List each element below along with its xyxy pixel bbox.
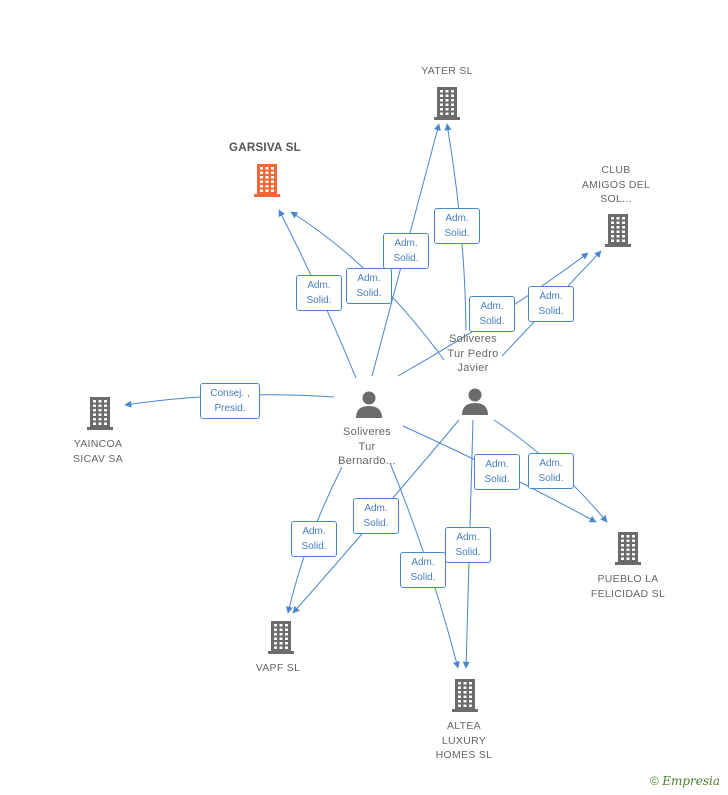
relation-label-line: Solid. xyxy=(363,518,389,529)
person-label-line: Soliveres xyxy=(343,426,391,438)
company-label-line: GARSIVA SL xyxy=(228,142,301,154)
relation-label-line: Adm. xyxy=(302,526,326,537)
company-label-line: YATER SL xyxy=(421,65,473,77)
company-label-club[interactable]: CLUB AMIGOS DEL SOL... xyxy=(571,163,661,207)
relation-label[interactable]: Adm. Solid. xyxy=(445,527,491,563)
building-icon[interactable] xyxy=(449,677,481,718)
relation-label-line: Solid. xyxy=(484,474,510,485)
relation-label-line: Adm. xyxy=(364,503,388,514)
relation-label[interactable]: Adm. Solid. xyxy=(296,275,342,311)
person-label-line: Tur xyxy=(358,440,376,453)
relation-label-line: Solid. xyxy=(444,228,470,239)
relation-label-line: Presid. xyxy=(214,403,246,414)
relation-label[interactable]: Adm. Solid. xyxy=(528,453,574,489)
company-label-garsiva[interactable]: GARSIVA SL xyxy=(215,141,315,156)
relation-label-line: Adm. xyxy=(456,532,480,543)
company-label-line: SOL... xyxy=(600,193,632,205)
relation-label[interactable]: Adm. Solid. xyxy=(469,296,515,332)
building-icon[interactable] xyxy=(84,395,116,436)
relation-label-line: Adm. xyxy=(485,459,509,470)
relation-label[interactable]: Adm. Solid. xyxy=(353,498,399,534)
relation-label[interactable]: Consej. , Presid. xyxy=(200,383,260,419)
relation-label-line: Adm. xyxy=(480,301,504,312)
relation-label-line: Solid. xyxy=(455,547,481,558)
brand-logo[interactable]: Empresia xyxy=(662,774,720,788)
relation-label-line: Adm. xyxy=(539,458,563,469)
relation-label[interactable]: Adm. Solid. xyxy=(346,268,392,304)
relation-label-line: Consej. , xyxy=(210,388,250,399)
company-label-line: ALTEA xyxy=(447,720,481,732)
relation-label[interactable]: Adm. Solid. xyxy=(291,521,337,557)
relation-label[interactable]: Adm. Solid. xyxy=(434,208,480,244)
company-label-line: LUXURY xyxy=(441,734,487,747)
relation-label-line: Adm. xyxy=(394,238,418,249)
person-label-line: Bernardo... xyxy=(338,455,396,467)
relation-label[interactable]: Adm. Solid. xyxy=(400,552,446,588)
relation-label-line: Solid. xyxy=(393,253,419,264)
relation-label-line: Solid. xyxy=(538,473,564,484)
relation-label-line: Adm. xyxy=(445,213,469,224)
person-label-line: Tur Pedro xyxy=(447,347,499,360)
building-icon[interactable] xyxy=(612,530,644,571)
relation-label-line: Adm. xyxy=(357,273,381,284)
relation-label[interactable]: Adm. Solid. xyxy=(528,286,574,322)
company-label-line: SICAV SA xyxy=(72,452,124,465)
footer: © Empresia xyxy=(650,774,720,788)
company-label-line: HOMES SL xyxy=(435,749,493,761)
relation-label-line: Solid. xyxy=(538,306,564,317)
company-label-line: YAINCOA xyxy=(73,438,123,450)
relation-label-line: Adm. xyxy=(411,557,435,568)
company-label-line: AMIGOS DEL xyxy=(581,178,651,191)
company-label-line: VAPF SL xyxy=(255,662,301,674)
company-label-line: CLUB xyxy=(601,164,631,176)
building-icon[interactable] xyxy=(265,619,297,660)
relation-label-line: Adm. xyxy=(307,280,331,291)
company-label-line: PUEBLO LA xyxy=(597,573,659,585)
company-label-vapf[interactable]: VAPF SL xyxy=(238,661,318,676)
building-icon[interactable] xyxy=(431,85,463,126)
person-icon[interactable] xyxy=(460,386,490,421)
relation-label-line: Adm. xyxy=(539,291,563,302)
company-label-line: FELICIDAD SL xyxy=(590,587,666,600)
company-label-yater[interactable]: YATER SL xyxy=(402,64,492,79)
company-label-altea[interactable]: ALTEA LUXURY HOMES SL xyxy=(419,719,509,763)
copyright-symbol: © xyxy=(650,774,659,788)
relation-label[interactable]: Adm. Solid. xyxy=(474,454,520,490)
relation-label-line: Solid. xyxy=(306,295,332,306)
building-icon[interactable] xyxy=(602,212,634,253)
relation-label-line: Solid. xyxy=(410,572,436,583)
relation-label[interactable]: Adm. Solid. xyxy=(383,233,429,269)
relation-label-line: Solid. xyxy=(479,316,505,327)
company-label-yaincoa[interactable]: YAINCOA SICAV SA xyxy=(58,437,138,466)
building-icon[interactable] xyxy=(251,162,283,203)
relation-label-line: Solid. xyxy=(356,288,382,299)
company-label-pueblo[interactable]: PUEBLO LA FELICIDAD SL xyxy=(578,572,678,601)
person-label-line: Soliveres xyxy=(449,333,497,345)
person-label-line: Javier xyxy=(457,362,489,374)
relation-label-line: Solid. xyxy=(301,541,327,552)
person-icon[interactable] xyxy=(354,389,384,424)
